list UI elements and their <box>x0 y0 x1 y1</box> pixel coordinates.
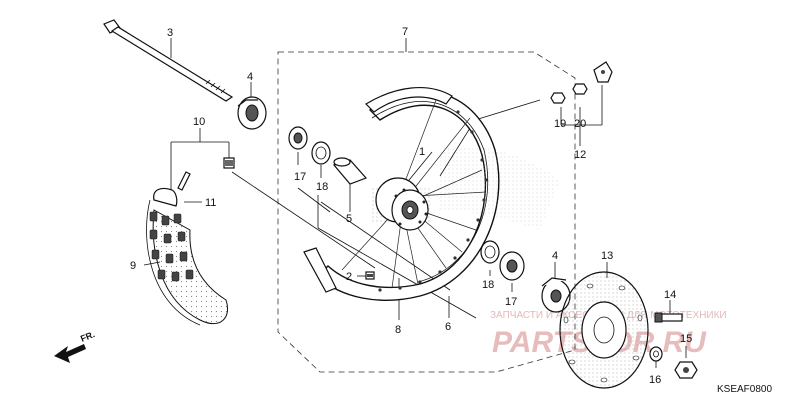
callout-14: 14 <box>664 289 676 301</box>
callout-4-upper: 4 <box>247 71 253 83</box>
callout-4-lower: 4 <box>552 250 558 262</box>
disc-nut <box>674 361 698 379</box>
bearing-left <box>311 141 331 165</box>
callout-7: 7 <box>402 26 408 38</box>
callout-3: 3 <box>167 27 173 39</box>
sensor-nut <box>572 83 588 95</box>
speedometer-nut <box>550 92 566 104</box>
callout-20: 20 <box>574 118 586 130</box>
tire-assembly <box>146 157 235 326</box>
wheel-assembly-frame <box>277 51 576 373</box>
callout-11: 11 <box>205 197 216 209</box>
side-collar-lower <box>541 277 571 313</box>
callout-19: 19 <box>554 118 566 130</box>
callout-17-right: 17 <box>505 296 517 308</box>
callout-16: 16 <box>649 374 661 386</box>
callout-2: 2 <box>346 271 352 283</box>
bearing-right <box>480 240 500 264</box>
spoke-nipple <box>365 271 375 280</box>
callout-8: 8 <box>395 324 401 336</box>
callout-6: 6 <box>445 321 451 333</box>
distance-collar <box>332 157 368 185</box>
front-direction-arrow: FR. <box>54 329 96 363</box>
wheel-hub <box>372 177 432 231</box>
dust-seal-left <box>288 126 308 150</box>
dust-seal-right <box>499 251 525 281</box>
direction-label: FR. <box>79 329 96 344</box>
callout-18-left: 18 <box>316 181 328 193</box>
callout-12: 12 <box>574 149 586 161</box>
sensor-bracket <box>593 61 613 83</box>
callout-1: 1 <box>419 146 425 158</box>
callout-15: 15 <box>680 333 692 345</box>
callout-17-left: 17 <box>294 171 306 183</box>
rim-shading <box>440 146 560 230</box>
disc-washer <box>649 346 663 362</box>
callout-10: 10 <box>193 116 205 128</box>
brake-disc <box>559 271 649 389</box>
callout-9: 9 <box>130 260 136 272</box>
disc-bolt <box>654 312 683 323</box>
callout-18-right: 18 <box>482 279 494 291</box>
callouts: 3 4 7 10 11 9 1 17 18 5 2 8 6 18 17 19 2… <box>130 26 692 386</box>
callout-5: 5 <box>346 213 352 225</box>
side-collar-upper <box>237 96 267 130</box>
callout-13: 13 <box>601 250 613 262</box>
front-axle <box>103 19 234 102</box>
diagram-code: KSEAF0800 <box>717 384 772 395</box>
